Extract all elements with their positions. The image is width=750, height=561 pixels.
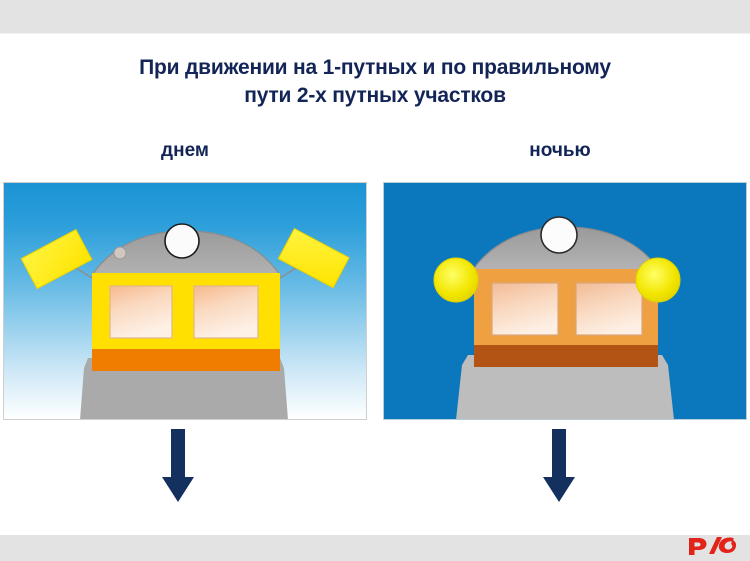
loco-night-window-right	[575, 282, 643, 336]
column-label-night: ночью	[529, 140, 591, 161]
signal-flag-left-day	[20, 228, 93, 290]
loco-day-pilot	[80, 358, 288, 419]
slide-top-bar	[0, 0, 750, 34]
slide-bottom-bar	[0, 535, 750, 561]
page-title-line-2: пути 2-х путных участков	[244, 84, 506, 107]
loco-night-skirt	[474, 345, 658, 367]
page-title-line-1: При движении на 1-путных и по правильном…	[139, 56, 611, 79]
loco-day-window-right	[193, 285, 259, 339]
illustration-night	[383, 182, 747, 420]
headlight-night	[540, 216, 578, 254]
arrow-down-night	[543, 429, 575, 502]
column-label-day: днем	[161, 140, 209, 161]
signal-lamp-right-night	[635, 257, 681, 303]
column-labels: днем ночью	[0, 140, 750, 168]
loco-day-skirt	[92, 349, 280, 371]
page-title: При движении на 1-путных и по правильном…	[40, 54, 710, 110]
illustration-day	[3, 182, 367, 420]
loco-night-window-left	[491, 282, 559, 336]
loco-night-pilot	[456, 355, 674, 419]
signal-lamp-left-night	[433, 257, 479, 303]
locomotive-day-drawing	[20, 223, 350, 419]
rzd-logo	[689, 537, 737, 555]
roof-marker-lamp-day	[113, 246, 127, 260]
headlight-day	[164, 223, 200, 259]
signal-flag-right-day	[277, 227, 350, 289]
arrow-down-day	[162, 429, 194, 502]
loco-day-window-left	[109, 285, 173, 339]
locomotive-night-drawing	[433, 216, 681, 419]
